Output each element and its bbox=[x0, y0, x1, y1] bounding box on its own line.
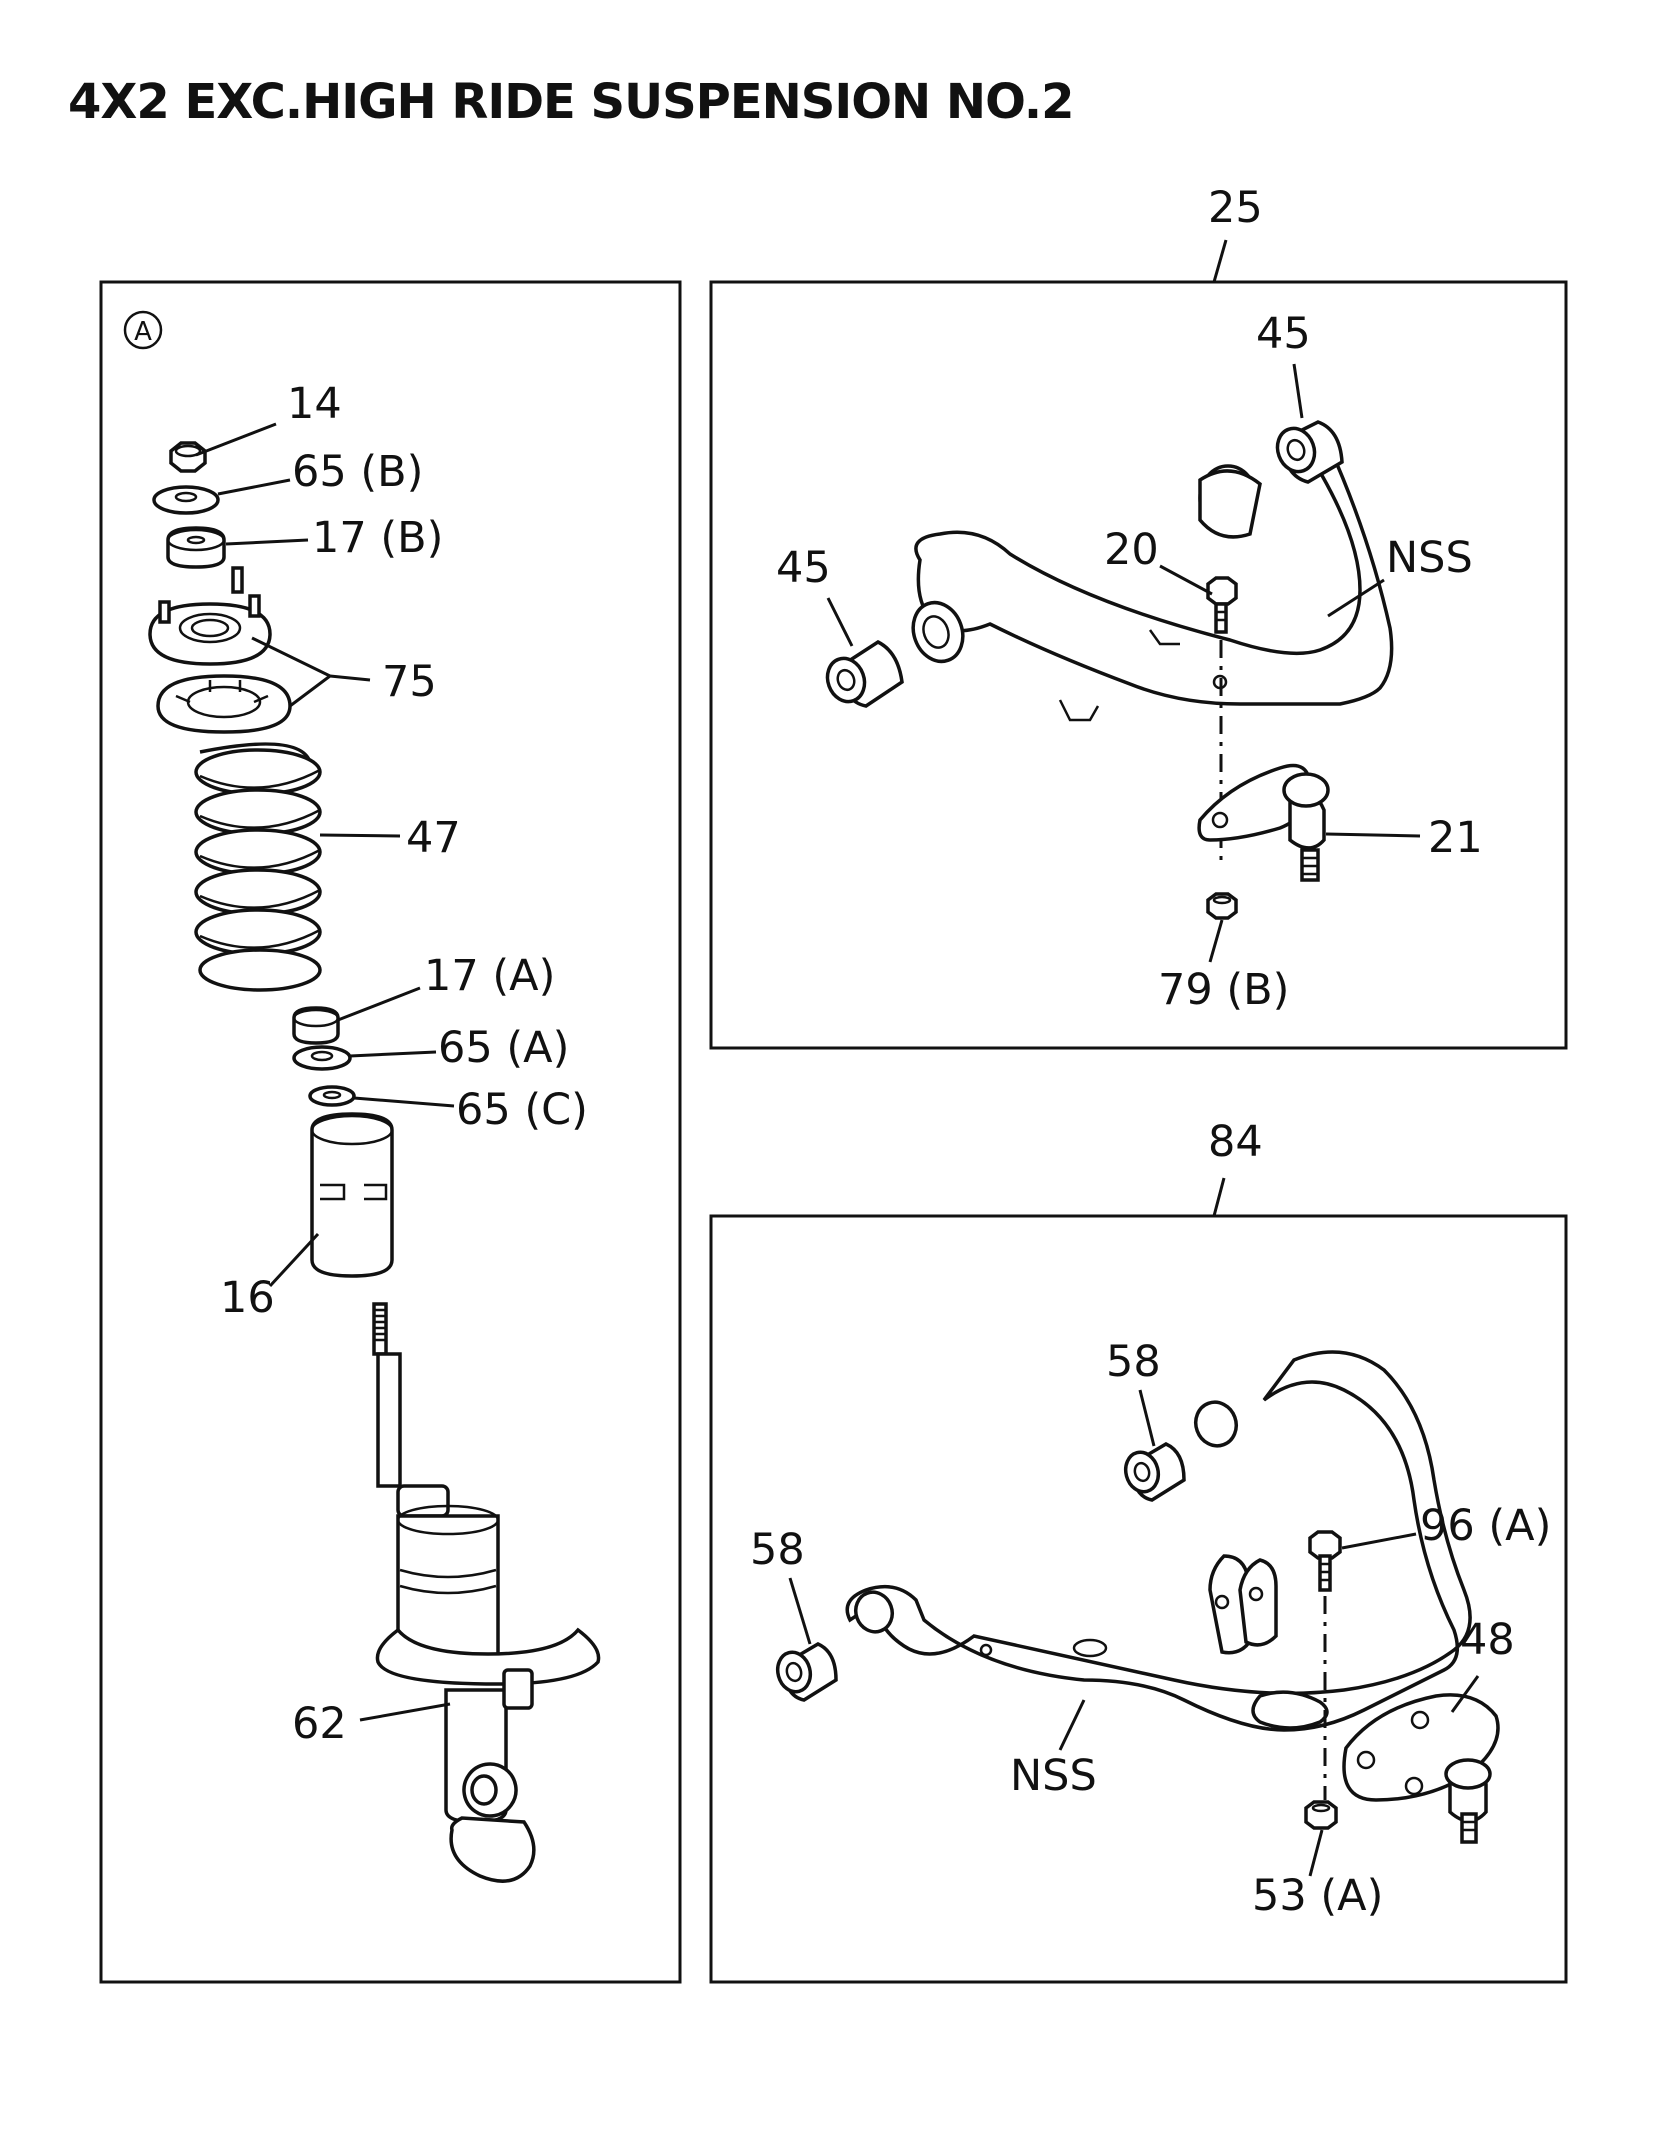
callout-nss-upper: NSS bbox=[1386, 533, 1473, 583]
part-65c-washer bbox=[308, 1085, 356, 1107]
part-20-bolt bbox=[1206, 576, 1238, 634]
callout-nss-lower: NSS bbox=[1010, 1751, 1097, 1801]
page-title: 4X2 EXC.HIGH RIDE SUSPENSION NO.2 bbox=[68, 74, 1074, 130]
callout-62: 62 bbox=[292, 1699, 347, 1749]
part-62-shock-absorber bbox=[372, 1302, 601, 1883]
part-47-coil-spring bbox=[194, 742, 322, 992]
callout-65b: 65 (B) bbox=[292, 447, 423, 497]
part-21-ball-joint bbox=[1197, 763, 1330, 882]
callout-16: 16 bbox=[220, 1273, 275, 1323]
callout-47: 47 bbox=[406, 813, 461, 863]
part-58-top-bushing bbox=[1123, 1442, 1186, 1502]
part-48-ball-joint bbox=[1342, 1693, 1500, 1844]
callout-79b: 79 (B) bbox=[1158, 965, 1289, 1015]
callout-45-right: 45 bbox=[1256, 309, 1311, 359]
part-14-nut bbox=[169, 441, 207, 473]
part-65a-washer bbox=[292, 1045, 352, 1071]
part-16-bump-stop bbox=[310, 1112, 394, 1278]
left-panel-frame bbox=[99, 280, 682, 1984]
callout-14: 14 bbox=[287, 379, 342, 429]
part-45-right-bushing bbox=[1275, 420, 1344, 484]
part-75-upper-mount bbox=[148, 566, 272, 666]
part-65b-washer bbox=[152, 485, 220, 515]
part-45-left-bushing bbox=[825, 639, 904, 708]
callout-45-left: 45 bbox=[776, 543, 831, 593]
assembly-number-84: 84 bbox=[1208, 1117, 1263, 1167]
callout-58-top: 58 bbox=[1106, 1337, 1161, 1387]
part-58-left-bushing bbox=[775, 1642, 838, 1702]
section-marker-circle bbox=[123, 310, 163, 350]
assembly-number-25: 25 bbox=[1208, 183, 1263, 233]
part-75-lower-mount bbox=[156, 674, 292, 734]
part-84-lower-control-arm bbox=[845, 1350, 1472, 1732]
callout-17b: 17 (B) bbox=[312, 513, 443, 563]
part-53a-nut bbox=[1304, 1800, 1338, 1830]
part-96a-bolt bbox=[1308, 1530, 1342, 1592]
callout-21: 21 bbox=[1428, 813, 1483, 863]
upper-arm-panel-frame bbox=[709, 280, 1568, 1050]
callout-17a: 17 (A) bbox=[424, 951, 555, 1001]
part-25-upper-control-arm bbox=[911, 437, 1394, 722]
callout-20: 20 bbox=[1104, 525, 1159, 575]
callout-53a: 53 (A) bbox=[1252, 1871, 1383, 1921]
section-marker-letter: A bbox=[134, 317, 152, 347]
callout-65a: 65 (A) bbox=[438, 1023, 569, 1073]
part-17a-bushing bbox=[292, 1006, 340, 1045]
part-17b-bushing bbox=[166, 526, 226, 569]
part-79b-nut bbox=[1206, 892, 1238, 920]
callout-75: 75 bbox=[382, 657, 437, 707]
callout-58-left: 58 bbox=[750, 1525, 805, 1575]
callout-96a: 96 (A) bbox=[1420, 1501, 1551, 1551]
callout-65c: 65 (C) bbox=[456, 1085, 588, 1135]
lower-arm-panel-frame bbox=[709, 1214, 1568, 1984]
callout-48: 48 bbox=[1460, 1615, 1515, 1665]
